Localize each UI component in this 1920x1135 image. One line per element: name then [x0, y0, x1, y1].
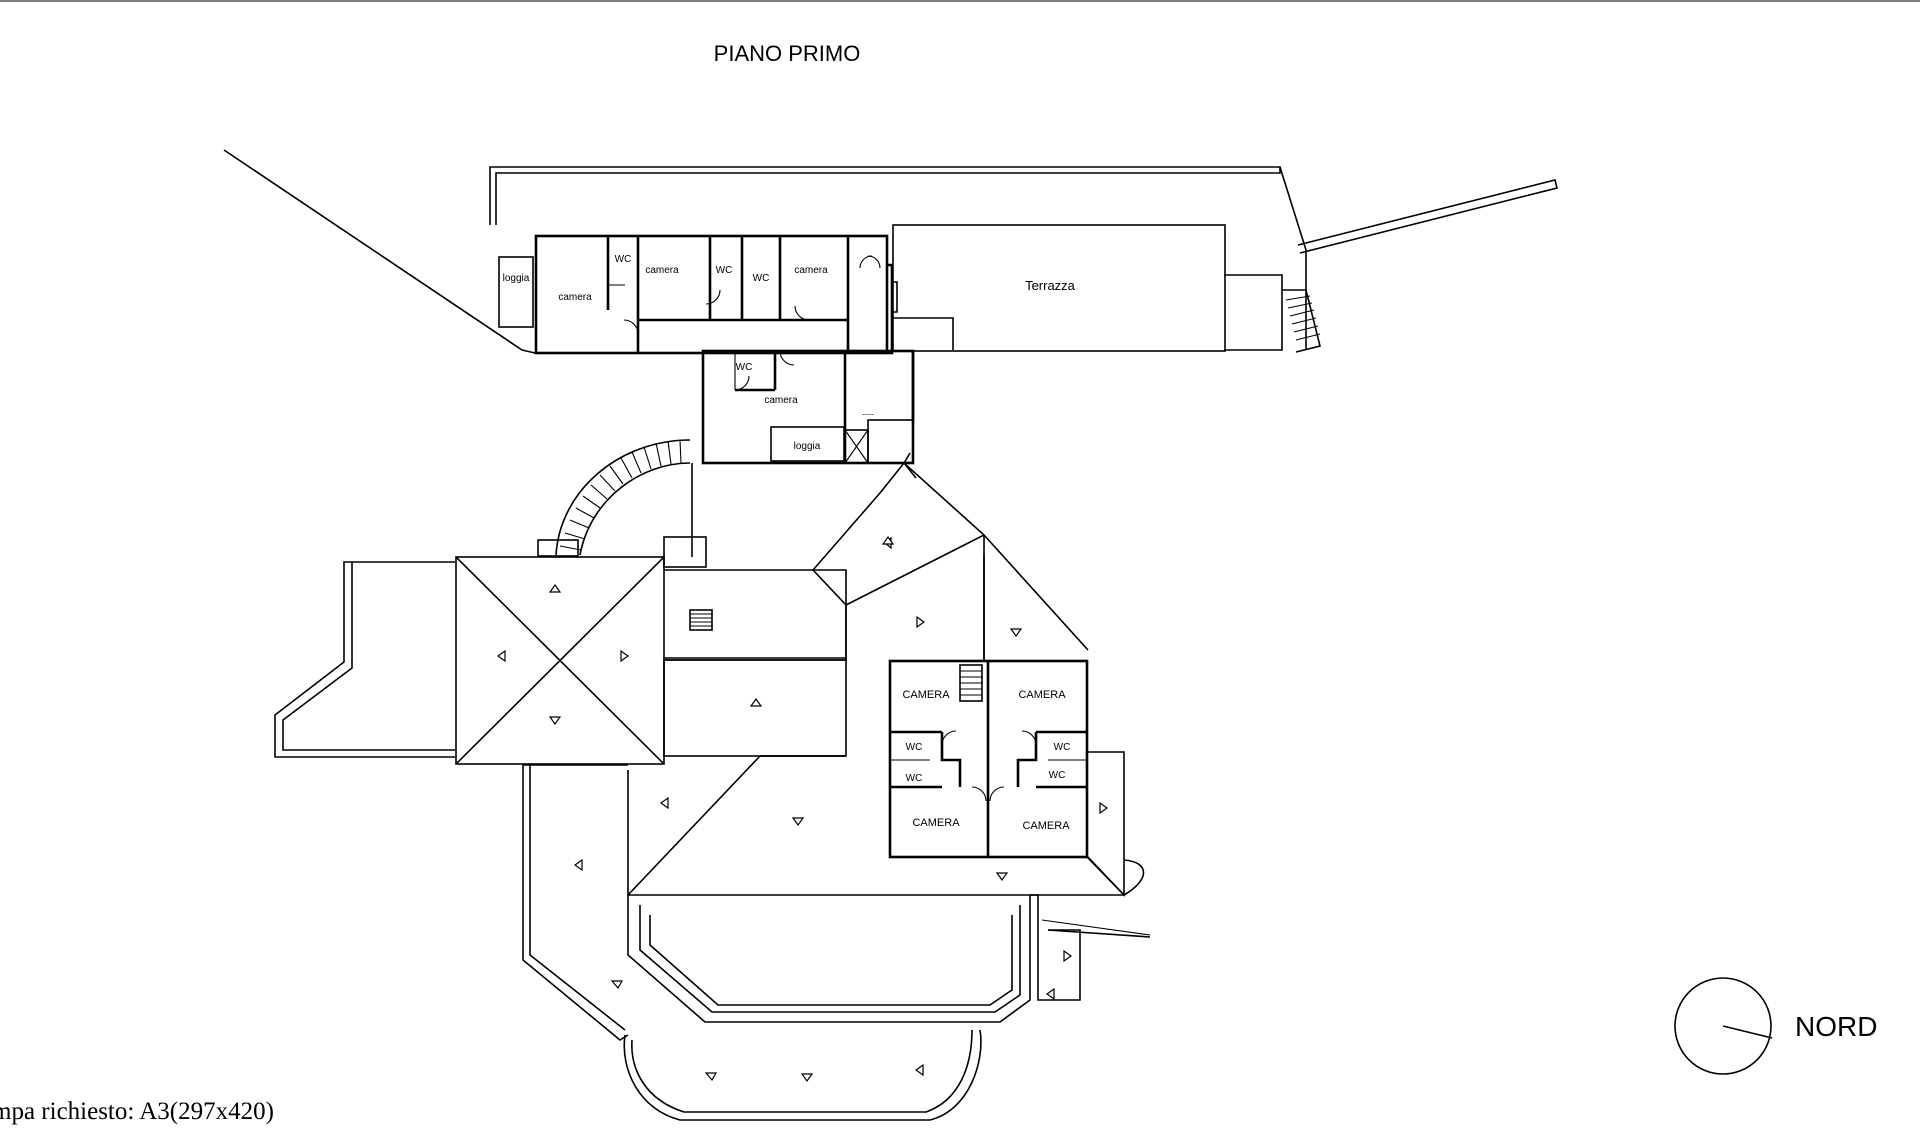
room-label-loggia-south: loggia [794, 441, 821, 452]
slope-down-icon [610, 980, 624, 990]
room-label-wc-4: WC [736, 362, 753, 373]
room-label-camera-se: CAMERA [1022, 820, 1070, 832]
room-label-camera-1: camera [558, 292, 592, 303]
slope-right-icon [1063, 949, 1073, 963]
room-label-camera-sw: CAMERA [912, 817, 960, 829]
room-label-wc-2: WC [716, 265, 733, 276]
room-label-wc-c: WC [906, 773, 923, 784]
room-label-loggia-west: loggia [503, 273, 530, 284]
room-label-camera-ne: CAMERA [1018, 689, 1066, 701]
room-label-camera-2: camera [645, 265, 679, 276]
room-label-camera-3: camera [794, 265, 828, 276]
slope-down-icon [995, 872, 1009, 882]
slope-down-icon [791, 817, 805, 827]
room-label-terrazza: Terrazza [1025, 278, 1076, 293]
slope-down-icon [1009, 628, 1023, 638]
room-label-wc-b: WC [1054, 742, 1071, 753]
upper-wing: loggia camera WC camera WC WC camera Ter… [223, 149, 1558, 465]
drawing-title: PIANO PRIMO [714, 41, 861, 66]
slope-up-icon [881, 535, 895, 545]
room-label-camera-nw: CAMERA [902, 689, 950, 701]
svg-text:——: —— [862, 412, 874, 418]
slope-down-icon [704, 1072, 718, 1082]
slope-right-icon [916, 615, 926, 629]
slope-left-icon [659, 796, 669, 810]
slope-left-icon [1045, 987, 1055, 1001]
slope-up-icon [548, 583, 562, 593]
slope-right-icon [620, 649, 630, 663]
slope-down-icon [548, 716, 562, 726]
slope-left-icon [914, 1063, 924, 1077]
north-label: NORD [1795, 1011, 1877, 1042]
room-label-wc-1: WC [615, 254, 632, 265]
print-format-note: mpa richiesto: A3(297x420) [0, 1098, 274, 1125]
north-compass-icon [1674, 977, 1773, 1075]
slope-left-icon [496, 649, 506, 663]
slope-left-icon [573, 858, 583, 872]
stair-right [1282, 289, 1321, 353]
curved-stair [537, 439, 691, 557]
room-label-wc-a: WC [906, 742, 923, 753]
room-label-camera-4: camera [764, 395, 798, 406]
room-label-wc-d: WC [1049, 770, 1066, 781]
slope-down-icon [800, 1073, 814, 1083]
room-label-wc-3: WC [753, 273, 770, 284]
roof-slope-markers [496, 535, 1109, 1083]
slope-right-icon [1099, 801, 1109, 815]
roof-plan: CAMERA CAMERA CAMERA CAMERA WC WC WC WC [274, 452, 1151, 1121]
slope-up-icon [749, 697, 763, 707]
